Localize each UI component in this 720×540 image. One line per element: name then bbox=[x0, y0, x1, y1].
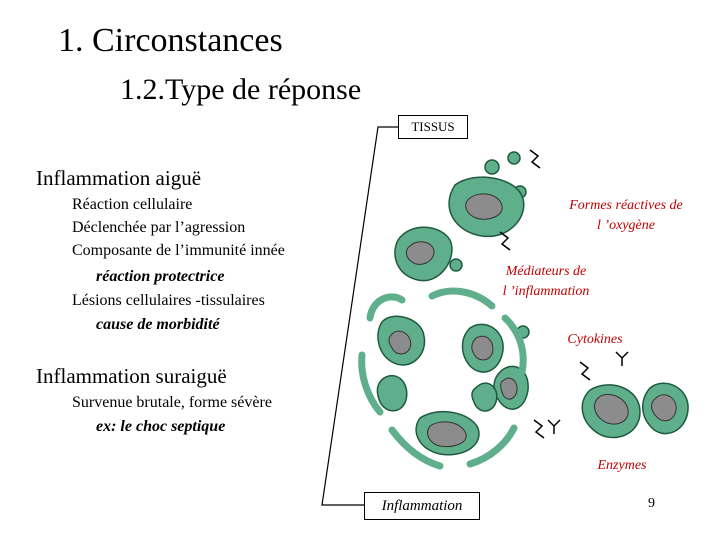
nucleus-n1 bbox=[388, 330, 412, 355]
slide-subtitle: 1.2.Type de réponse bbox=[120, 73, 362, 106]
cytokine-icon-2 bbox=[547, 419, 561, 434]
tissue-label: TISSUS bbox=[411, 119, 455, 134]
nucleus-right-2 bbox=[651, 394, 677, 422]
tissue-box: TISSUS bbox=[398, 115, 468, 139]
nucleus-n5 bbox=[427, 421, 467, 447]
cell-small-1 bbox=[484, 159, 500, 175]
acute-line-1: Réaction cellulaire bbox=[72, 196, 193, 213]
hyperacute-example: ex: le choc septique bbox=[96, 418, 226, 435]
mediator-icon-4 bbox=[533, 419, 545, 439]
acute-line-2: Déclenchée par l’agression bbox=[72, 219, 246, 236]
membrane-arc-1 bbox=[366, 293, 406, 322]
hyperacute-line: Survenue brutale, forme sévère bbox=[72, 394, 272, 411]
neutrophil-6 bbox=[471, 382, 498, 412]
mediator-icon-1 bbox=[529, 149, 541, 169]
enzymes-label: Enzymes bbox=[597, 458, 647, 473]
membrane-arc-2 bbox=[428, 287, 496, 310]
mediators-label-line-1: Médiateurs de bbox=[505, 264, 587, 279]
mediator-icon-2 bbox=[499, 231, 511, 251]
neutrophil-4 bbox=[376, 375, 408, 412]
membrane-arc-3 bbox=[501, 314, 527, 376]
tissue-bracket bbox=[321, 126, 398, 506]
cytokines-label: Cytokines bbox=[567, 332, 623, 347]
mediators-label-line-2: l ’inflammation bbox=[502, 284, 590, 299]
page-number: 9 bbox=[648, 496, 655, 511]
inflammation-label: Inflammation bbox=[381, 498, 463, 514]
nucleus-n3 bbox=[500, 377, 518, 400]
inflammation-box: Inflammation bbox=[364, 492, 480, 520]
ros-label-line-2: l ’oxygène bbox=[597, 218, 655, 233]
membrane-arc-6 bbox=[466, 424, 518, 468]
nucleus-right-1 bbox=[594, 394, 629, 425]
cell-small-2 bbox=[507, 151, 521, 165]
cell-small-4 bbox=[449, 258, 463, 272]
membrane-arc-4 bbox=[358, 351, 384, 416]
acute-heading: Inflammation aiguë bbox=[36, 166, 202, 190]
nucleus-left bbox=[405, 241, 435, 265]
mediators-label: Médiateurs de l ’inflammation bbox=[488, 262, 604, 302]
acute-line-3: Composante de l’immunité innée bbox=[72, 242, 285, 259]
membrane-arc-5 bbox=[388, 426, 444, 470]
acute-morbidity: cause de morbidité bbox=[96, 316, 220, 333]
acute-lesions: Lésions cellulaires -tissulaires bbox=[72, 292, 265, 309]
ros-label: Formes réactives de l ’oxygène bbox=[556, 196, 696, 236]
mediator-icon-3 bbox=[579, 361, 591, 381]
cytokine-icon-1 bbox=[615, 351, 629, 366]
nucleus-n2 bbox=[471, 335, 494, 361]
ros-label-line-1: Formes réactives de bbox=[569, 198, 683, 213]
acute-protective: réaction protectrice bbox=[96, 268, 225, 285]
hyperacute-heading: Inflammation suraiguë bbox=[36, 364, 227, 388]
nucleus-top bbox=[465, 193, 503, 220]
slide-title: 1. Circonstances bbox=[58, 22, 283, 59]
